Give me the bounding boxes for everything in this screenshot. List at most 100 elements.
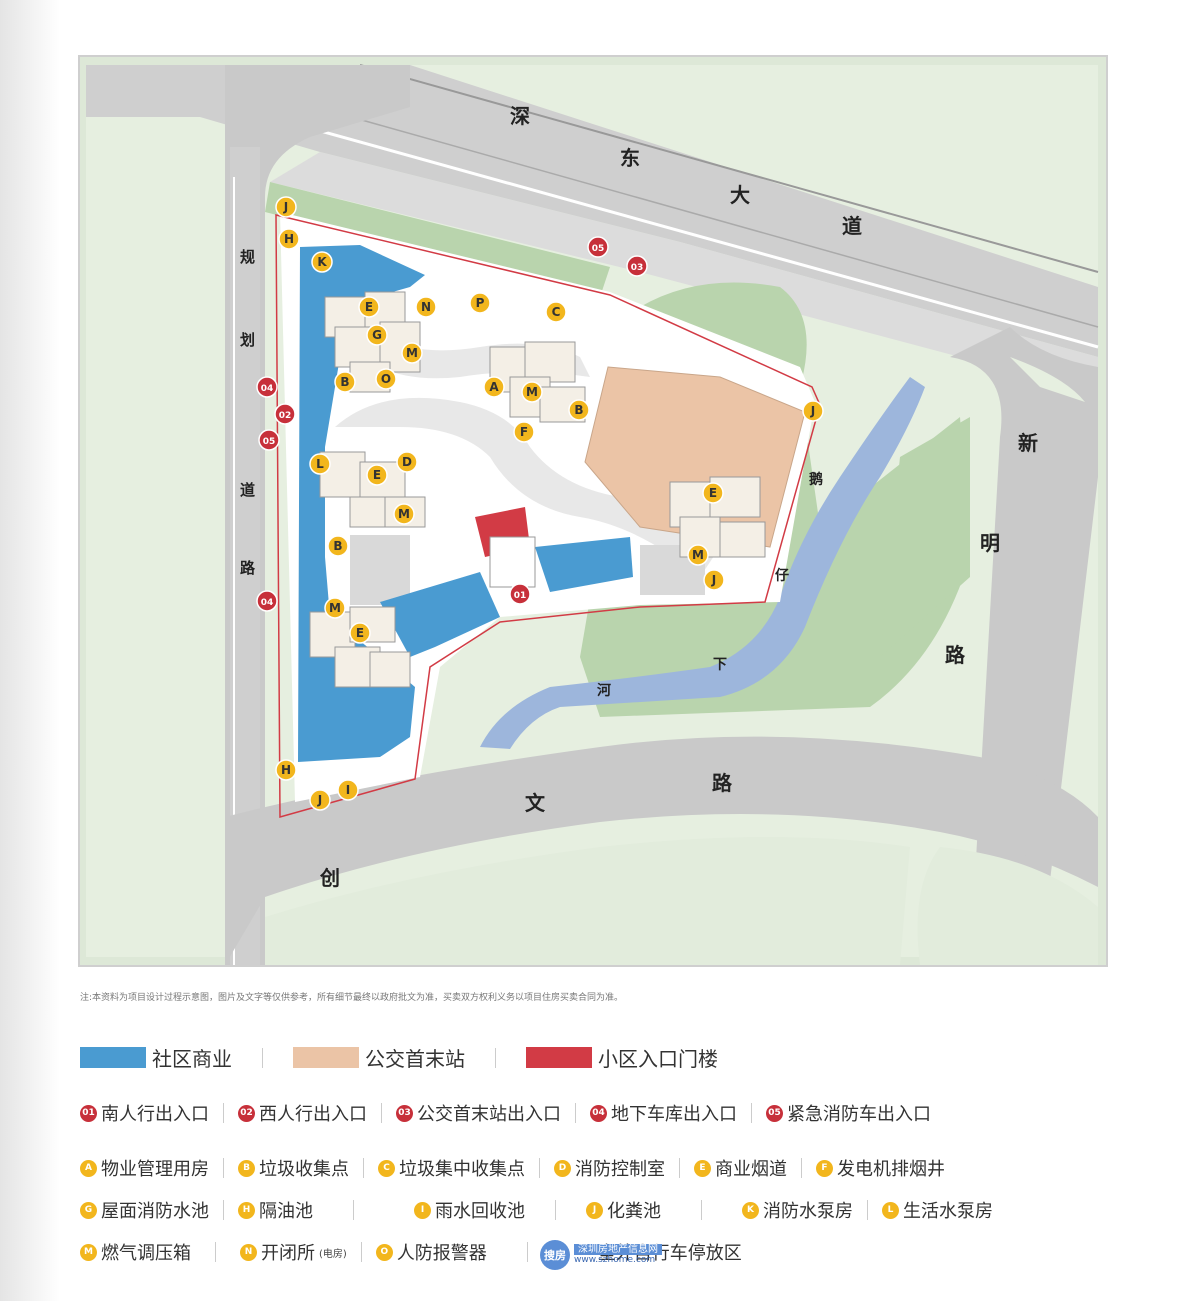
road-chuangwen: [225, 736, 1098, 965]
legend-label: 隔油池: [259, 1201, 313, 1222]
facility-marker: [521, 381, 543, 403]
facility-marker: [687, 544, 709, 566]
facility-marker: [802, 400, 824, 422]
legend-bus-terminal: 公交首末站: [293, 1043, 465, 1072]
facility-marker: [275, 759, 297, 781]
legend-label: 公交首末站出入口: [417, 1104, 561, 1125]
road-label: 路: [945, 643, 966, 667]
marker-label: A: [489, 380, 499, 394]
marker-label: 01: [514, 591, 527, 601]
facility-marker: [327, 535, 349, 557]
facility-marker: [324, 597, 346, 619]
facility-marker: [337, 779, 359, 801]
divider: [363, 1158, 364, 1178]
marker-label: J: [810, 404, 815, 418]
facility-marker: [401, 342, 423, 364]
facility-marker: B: [238, 1159, 255, 1177]
facility-marker: L: [882, 1201, 899, 1219]
marker-label: J: [283, 200, 288, 214]
divider: [539, 1158, 540, 1178]
facility-marker: A: [80, 1159, 97, 1177]
divider: [360, 1242, 362, 1262]
divider: [555, 1200, 556, 1220]
entrance-marker: [509, 583, 531, 605]
legend-label: 商业烟道: [715, 1159, 787, 1180]
divider: [867, 1200, 868, 1220]
facility-marker: D: [554, 1159, 571, 1177]
facility-marker: O: [375, 1243, 393, 1261]
entrance-marker: [626, 255, 648, 277]
marker-label: B: [574, 403, 583, 417]
facility-marker: C: [378, 1159, 395, 1177]
divider: [801, 1158, 802, 1178]
facility-marker: [415, 296, 437, 318]
legend-label: 发电机排烟井: [837, 1159, 945, 1180]
road-label: 创: [319, 866, 340, 890]
legend-label: 公交首末站: [365, 1047, 465, 1071]
commercial-swatch: [80, 1047, 146, 1068]
marker-label: P: [476, 296, 485, 310]
marker-label: M: [398, 507, 410, 521]
watermark-logo: 搜房: [540, 1240, 570, 1270]
legend-gate: 小区入口门楼: [526, 1043, 718, 1072]
entrance-marker: [256, 590, 278, 612]
legend-label: 南人行出入口: [101, 1104, 209, 1125]
divider: [381, 1103, 382, 1123]
marker-label: 04: [261, 384, 274, 394]
facility-marker: [349, 622, 371, 644]
river-label: 鹅: [809, 471, 823, 488]
divider: [526, 1242, 528, 1262]
river-label: 下: [713, 657, 727, 673]
marker-label: H: [284, 232, 294, 246]
road-label: 文: [525, 791, 546, 815]
facility-marker: [545, 301, 567, 323]
facility-marker: [393, 503, 415, 525]
marker-label: M: [406, 346, 418, 360]
marker-label: K: [317, 255, 327, 269]
facility-marker: [309, 453, 331, 475]
facility-marker: [358, 296, 380, 318]
facility-marker: H: [238, 1201, 255, 1219]
facility-marker: [702, 482, 724, 504]
bus-terminal-swatch: [293, 1047, 359, 1068]
divider: [353, 1200, 354, 1220]
divider: [223, 1158, 224, 1178]
legend-label: 雨水回收池: [435, 1201, 525, 1222]
road-label: 明: [980, 531, 1000, 555]
divider: [223, 1200, 224, 1220]
facility-marker: I: [414, 1201, 431, 1219]
watermark-url: www.szhome.com: [574, 1255, 656, 1265]
legend-zones: 社区商业 公交首末站 小区入口门楼: [80, 1043, 718, 1072]
facility-marker: [396, 451, 418, 473]
marker-label: N: [421, 300, 431, 314]
legend-label: 小区入口门楼: [598, 1047, 718, 1071]
divider: [701, 1200, 702, 1220]
facility-marker: J: [586, 1201, 603, 1219]
legend-label: 化粪池: [607, 1201, 661, 1222]
divider: [262, 1047, 263, 1068]
marker-label: H: [281, 763, 291, 777]
facility-marker: [469, 292, 491, 314]
entrance-marker: 02: [238, 1104, 255, 1122]
commercial-center: [380, 572, 500, 657]
marker-label: F: [520, 425, 528, 439]
entrance-marker: 05: [766, 1104, 783, 1122]
road-label: 道: [842, 214, 862, 238]
legend-label: 社区商业: [152, 1047, 232, 1071]
legend-sublabel: (电房): [319, 1248, 347, 1260]
marker-label: M: [692, 548, 704, 562]
marker-label: C: [552, 305, 561, 319]
facility-marker: [366, 464, 388, 486]
marker-label: J: [711, 573, 716, 587]
entrance-marker: 01: [80, 1104, 97, 1122]
marker-label: J: [317, 793, 322, 807]
marker-label: M: [526, 385, 538, 399]
legend-label: 垃圾集中收集点: [399, 1159, 525, 1180]
facility-marker: [513, 421, 535, 443]
legend-label: 垃圾收集点: [259, 1159, 349, 1180]
facility-marker: [375, 368, 397, 390]
